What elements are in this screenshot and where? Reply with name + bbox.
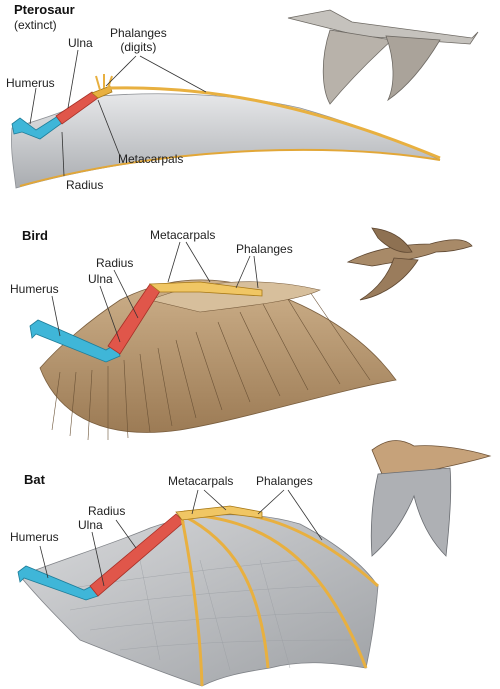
bird-flying-icon bbox=[346, 227, 473, 301]
bat-phalanges-label: Phalanges bbox=[256, 474, 313, 488]
bat-wing bbox=[17, 440, 492, 687]
bat-flying-icon bbox=[370, 440, 492, 557]
bird-metacarpals-label: Metacarpals bbox=[150, 228, 216, 242]
bat-title: Bat bbox=[24, 472, 45, 487]
bat-ulna-label: Ulna bbox=[78, 518, 103, 532]
pterosaur-flying-icon bbox=[287, 9, 479, 105]
pterosaur-membrane-edge bbox=[19, 148, 441, 187]
bat-membrane bbox=[19, 514, 379, 687]
pterosaur-radius-label: Radius bbox=[66, 178, 104, 192]
pterosaur-metacarpals bbox=[91, 85, 113, 99]
bird-ulna-label: Ulna bbox=[88, 272, 113, 286]
pterosaur-extinct-note: (extinct) bbox=[14, 18, 57, 32]
bird-phalanges-label: Phalanges bbox=[236, 242, 293, 256]
bat-humerus-label: Humerus bbox=[10, 530, 59, 544]
pterosaur-leader-lines bbox=[29, 49, 207, 177]
bat-metacarpals-label: Metacarpals bbox=[168, 474, 234, 488]
bat-leader-lines bbox=[39, 489, 323, 587]
bird-radius-label: Radius bbox=[96, 256, 134, 270]
pterosaur-metacarpals-label: Metacarpals bbox=[118, 152, 184, 166]
pterosaur-humerus-label: Humerus bbox=[6, 76, 55, 90]
bat-digits bbox=[180, 509, 380, 687]
bird-feathers bbox=[39, 279, 397, 441]
bird-humerus-label: Humerus bbox=[10, 282, 59, 296]
bird-title: Bird bbox=[22, 228, 48, 243]
bird-metacarpals bbox=[148, 281, 263, 297]
pterosaur-wing bbox=[11, 9, 479, 189]
bat-radius-label: Radius bbox=[88, 504, 126, 518]
bat-membrane-texture bbox=[59, 559, 351, 671]
bird-wing bbox=[29, 227, 473, 441]
pterosaur-title: Pterosaur bbox=[14, 2, 75, 17]
bat-metacarpals bbox=[175, 505, 263, 521]
pterosaur-phalanges-label: Phalanges (digits) bbox=[110, 26, 167, 54]
bird-leader-lines bbox=[51, 241, 259, 343]
bird-humerus bbox=[29, 319, 121, 363]
pterosaur-ulna-label: Ulna bbox=[68, 36, 93, 50]
pterosaur-wing-digit bbox=[107, 86, 441, 160]
